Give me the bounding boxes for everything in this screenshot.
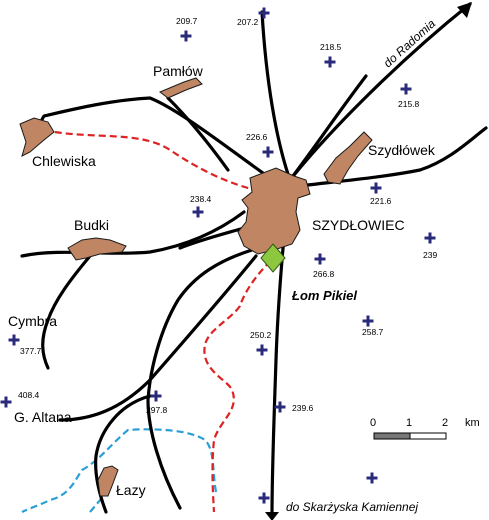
- settlement-pamlow: [159, 77, 203, 99]
- spot-marker: [314, 253, 326, 265]
- spot-height-label: 207.2: [237, 17, 259, 27]
- spot-marker: [324, 56, 336, 68]
- spot-marker: [8, 334, 20, 346]
- spot-marker: [370, 182, 382, 194]
- settlement-budki: [67, 237, 127, 261]
- trail-to-chlewiska: [43, 128, 256, 192]
- settlement-szydlowiec: [237, 167, 311, 255]
- road-to-cymbra: [41, 254, 92, 370]
- spot-marker: [256, 344, 268, 356]
- scale-tick-1: 1: [406, 417, 412, 429]
- settlements: [19, 77, 373, 497]
- spot-height-label: 239.6: [292, 403, 314, 413]
- spot-marker-unlabeled: [366, 472, 378, 484]
- spot-marker: [150, 390, 162, 402]
- streams: [21, 428, 218, 513]
- scale-segment-light: [409, 432, 447, 440]
- stream-north: [21, 428, 218, 513]
- arrow-to-radom-icon: [457, 2, 472, 18]
- spot-height-label: 297.8: [146, 405, 168, 415]
- spot-marker: [0, 396, 12, 408]
- place-name-chlewiska: Chlewiska: [32, 153, 96, 169]
- scale-tick-2: 2: [442, 417, 448, 429]
- trail: [43, 128, 278, 513]
- spot-marker: [362, 315, 374, 327]
- spot-marker: [180, 30, 192, 42]
- spot-marker: [400, 83, 412, 95]
- road-branch-budki: [178, 226, 246, 250]
- spot-height-label: 209.7: [176, 16, 198, 26]
- spot-height-label: 238.4: [190, 194, 212, 204]
- road-pamlow: [166, 96, 230, 172]
- place-name-szydlowek: Szydłówek: [368, 142, 436, 158]
- spot-height-label: 250.2: [250, 330, 272, 340]
- route-label-skarzysko: do Skarżyska Kamiennej: [286, 500, 418, 514]
- scale-segment-dark: [373, 432, 411, 440]
- scale-unit: km: [465, 417, 480, 429]
- spot-height-label: 258.7: [362, 327, 384, 337]
- spot-marker: [274, 401, 286, 413]
- spot-height-label: 266.8: [313, 269, 335, 279]
- place-name-g-altana: G. Altana: [14, 409, 72, 425]
- spot-marker: [424, 232, 436, 244]
- arrow-to-skarzysko-icon: [265, 512, 279, 520]
- road-to-altana: [146, 248, 254, 510]
- spot-marker: [192, 206, 204, 218]
- spot-height-markers: [0, 7, 436, 504]
- settlement-lazy: [97, 465, 119, 497]
- spot-marker: [262, 146, 274, 158]
- road-to-budki: [20, 210, 246, 258]
- spot-height-label: 377.7: [20, 346, 42, 356]
- place-name-lazy: Łazy: [116, 482, 146, 498]
- spot-height-label: 221.6: [370, 196, 392, 206]
- quarry-site-marker: [260, 243, 286, 273]
- spot-marker: [258, 7, 270, 19]
- site-label-lom-pikiel: Łom Pikiel: [291, 288, 357, 303]
- route-label-radom: do Radomia: [381, 16, 439, 70]
- place-name-pamlow: Pamłów: [153, 63, 204, 79]
- spot-height-label: 218.5: [320, 42, 342, 52]
- road-to-szydlowek: [298, 126, 488, 188]
- spot-height-label: 239: [423, 250, 437, 260]
- scale-bar: 0 1 2 km: [370, 417, 480, 440]
- spot-height-label: 215.8: [398, 99, 420, 109]
- settlement-szydlowek: [323, 131, 373, 185]
- spot-marker-unlabeled: [258, 492, 270, 504]
- spot-height-labels: 209.7 207.2 218.5 215.8 226.6 221.6 238.…: [18, 16, 437, 415]
- spot-height-label: 408.4: [18, 390, 40, 400]
- place-name-cymbra: Cymbra: [8, 313, 57, 329]
- scale-tick-0: 0: [370, 417, 376, 429]
- place-name-budki: Budki: [74, 217, 109, 233]
- place-names: Pamłów Chlewiska Szydłówek Budki SZYDŁOW…: [8, 63, 436, 498]
- settlement-chlewiska: [19, 117, 55, 157]
- road-to-lazy: [58, 254, 258, 422]
- place-name-szydlowiec: SZYDŁOWIEC: [312, 217, 405, 233]
- spot-height-label: 226.6: [246, 132, 268, 142]
- road-northeast: [288, 74, 368, 182]
